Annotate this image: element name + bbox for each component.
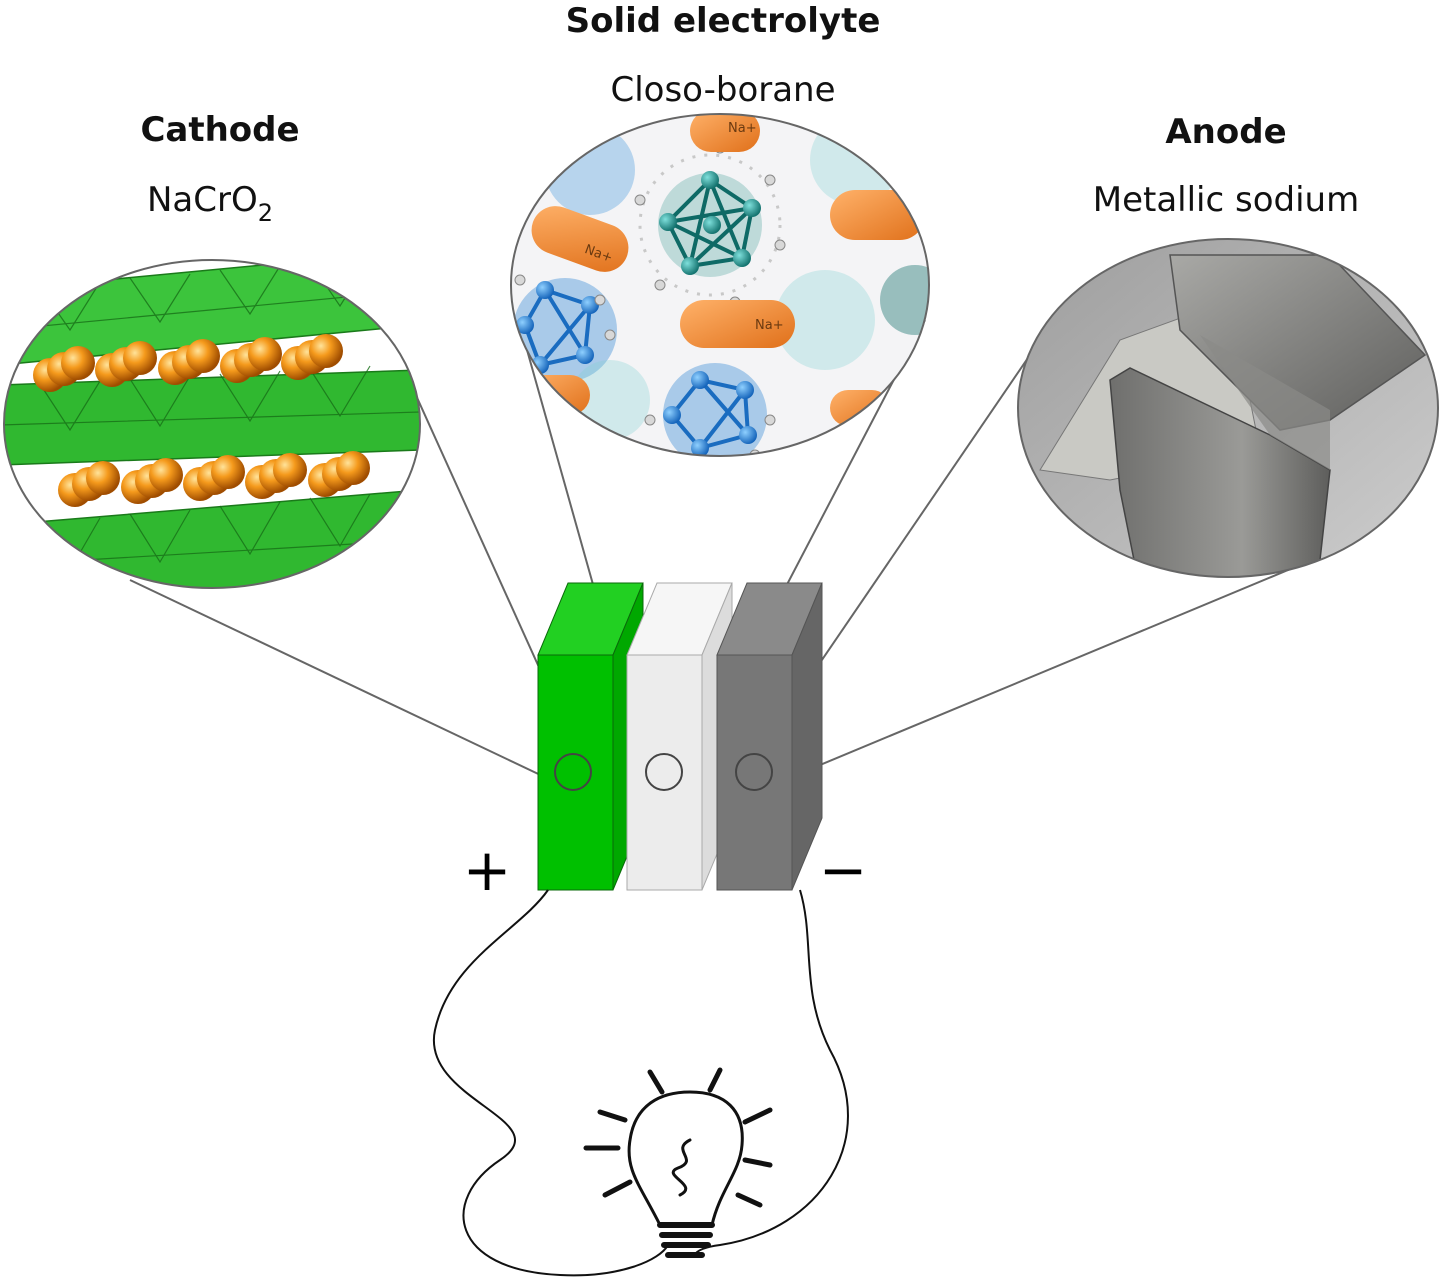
- sodium-ion-pills: [520, 114, 925, 426]
- sodium-ion-rows: [33, 334, 370, 507]
- positive-terminal: +: [463, 836, 512, 904]
- electrolyte-title: Solid electrolyte: [566, 1, 881, 41]
- circuit-wire: [693, 889, 849, 1256]
- anode-title: Anode: [1165, 112, 1286, 152]
- cathode-zoom: [3, 259, 421, 589]
- negative-terminal: −: [819, 836, 868, 904]
- anode-zoom: [1017, 238, 1439, 578]
- electrolyte-material: Closo-borane: [610, 70, 835, 110]
- cathode-material: NaCrO2: [147, 180, 273, 227]
- circuit-wire: [432, 889, 669, 1277]
- electrolyte-zoom: Na+ Na+ Na+: [510, 113, 930, 457]
- zoom-lines: [129, 319, 1301, 791]
- na-ion-label: Na+: [728, 121, 757, 136]
- anode-material: Metallic sodium: [1093, 180, 1359, 220]
- light-bulb-icon: [583, 1067, 773, 1258]
- cathode-octahedra-layers: [4, 260, 420, 588]
- electrolyte-cell: [626, 582, 733, 891]
- cathode-title: Cathode: [140, 110, 299, 150]
- na-ion-label: Na+: [755, 318, 784, 333]
- anode-cell: [716, 582, 823, 891]
